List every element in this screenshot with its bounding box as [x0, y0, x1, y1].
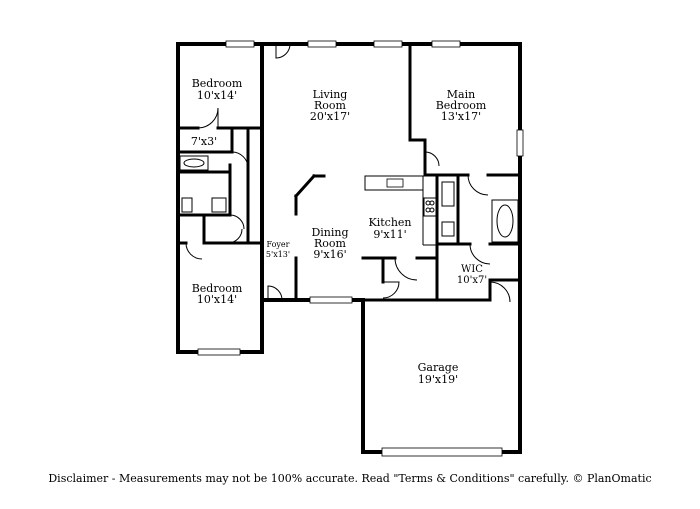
foyer-dims: 5'x13'	[266, 250, 290, 259]
toilet	[441, 221, 455, 237]
fixtures	[179, 155, 519, 243]
window	[516, 129, 524, 157]
living-room-name-1: Living	[313, 88, 348, 101]
doors	[185, 43, 511, 303]
main-bedroom-dims: 13'x17'	[441, 110, 481, 123]
foyer-name: Foyer	[266, 240, 289, 249]
window	[309, 296, 353, 304]
dining-room-name-2: Room	[314, 237, 347, 250]
garage-name: Garage	[418, 361, 459, 374]
main-bedroom-name-1: Main	[447, 88, 475, 101]
bedroom-top-name: Bedroom	[192, 77, 243, 90]
dining-room-name-1: Dining	[311, 226, 348, 239]
closet-dims: 7'x3'	[191, 135, 217, 148]
toilet	[181, 197, 193, 213]
interior-walls	[176, 42, 522, 302]
main-bedroom-name-2: Bedroom	[436, 99, 487, 112]
garage-door	[381, 447, 503, 457]
window	[307, 40, 337, 48]
tub	[491, 199, 519, 243]
tub	[179, 155, 209, 171]
bedroom-bottom-name: Bedroom	[192, 282, 243, 295]
stove	[423, 197, 437, 217]
window	[197, 348, 241, 356]
kitchen-name: Kitchen	[369, 216, 412, 229]
garage-dims: 19'x19'	[418, 373, 458, 386]
vanity-sink	[441, 181, 455, 207]
windows	[197, 40, 524, 457]
sink	[211, 197, 227, 213]
bedroom-bottom-dims: 10'x14'	[197, 293, 237, 306]
disclaimer: Disclaimer - Measurements may not be 100…	[48, 472, 652, 485]
window	[225, 40, 255, 48]
dining-room-dims: 9'x16'	[313, 248, 346, 261]
wic-dims: 10'x7'	[457, 275, 487, 286]
living-room-name-2: Room	[314, 99, 347, 112]
window	[373, 40, 403, 48]
kitchen-dims: 9'x11'	[373, 228, 406, 241]
window	[431, 40, 461, 48]
living-room-dims: 20'x17'	[310, 110, 350, 123]
bedroom-top-dims: 10'x14'	[197, 89, 237, 102]
wic-name: WIC	[461, 264, 483, 275]
room-labels: Bedroom 10'x14' 7'x3' Living Room 20'x17…	[191, 77, 487, 386]
